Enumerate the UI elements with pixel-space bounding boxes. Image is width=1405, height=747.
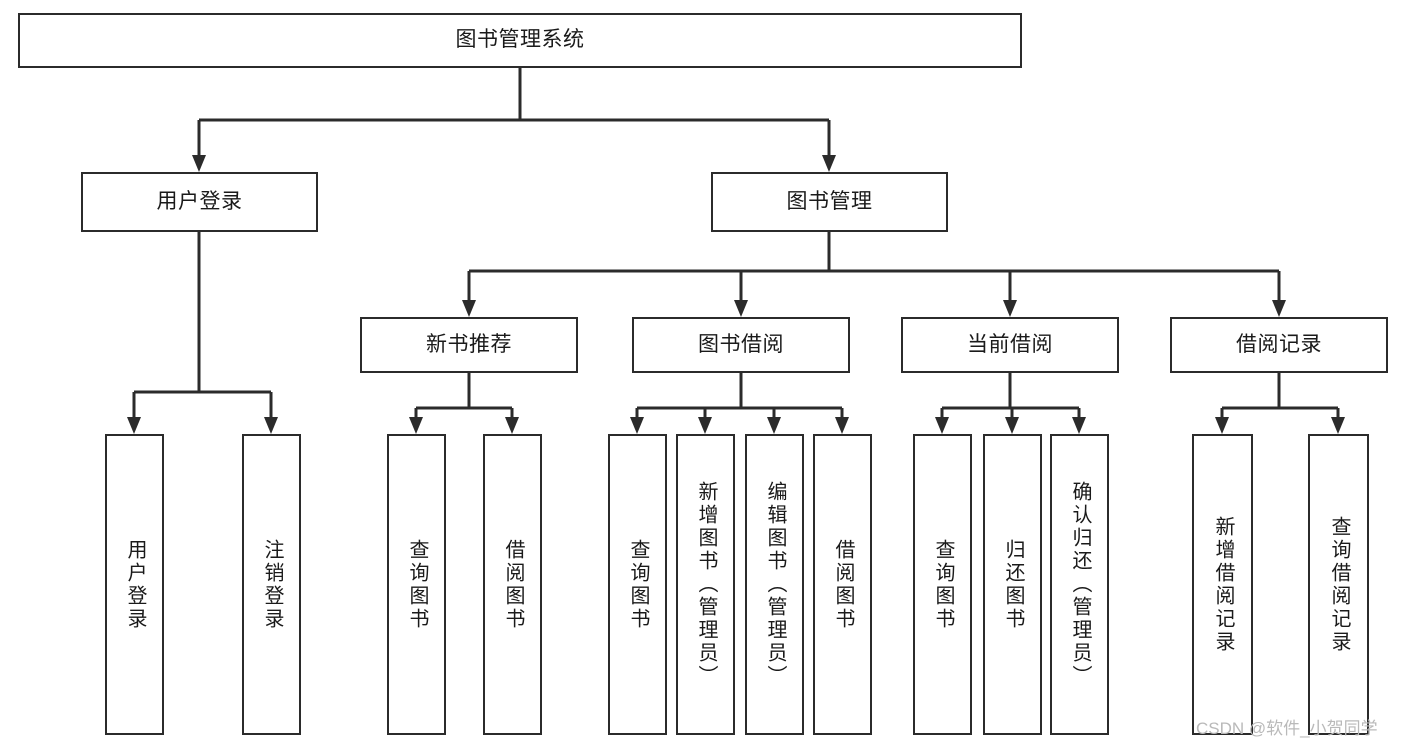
arrowhead-br-to-leaves-1 [1331, 417, 1345, 434]
node-label: 新增借阅记录 [1212, 515, 1234, 654]
node-current-borrow: 当前借阅 [901, 317, 1119, 373]
arrowhead-bb-to-leaves-2 [767, 417, 781, 434]
node-label: 借阅图书 [502, 538, 524, 631]
node-leaf-return-book: 归还图书 [983, 434, 1042, 735]
node-label: 查询借阅记录 [1328, 515, 1350, 654]
arrowhead-bb-to-leaves-3 [835, 417, 849, 434]
arrowhead-bb-to-leaves-1 [698, 417, 712, 434]
node-leaf-add-record: 新增借阅记录 [1192, 434, 1253, 735]
arrowhead-root-to-level2-0 [192, 155, 206, 172]
node-leaf-query-book-cb: 查询图书 [913, 434, 972, 735]
node-label: 注销登录 [261, 538, 283, 631]
node-leaf-query-book-bb: 查询图书 [608, 434, 667, 735]
arrowhead-cb-to-leaves-1 [1005, 417, 1019, 434]
node-label: 新书推荐 [426, 332, 512, 356]
node-leaf-edit-book: 编辑图书（管理员） [745, 434, 804, 735]
node-label: 当前借阅 [967, 332, 1053, 356]
node-leaf-add-book: 新增图书（管理员） [676, 434, 735, 735]
node-label: 确认归还（管理员） [1069, 481, 1091, 688]
node-label: 用户登录 [124, 538, 146, 631]
node-leaf-query-record: 查询借阅记录 [1308, 434, 1369, 735]
node-leaf-borrow-book-nbr: 借阅图书 [483, 434, 542, 735]
node-label: 查询图书 [627, 538, 649, 631]
node-root: 图书管理系统 [18, 13, 1022, 68]
arrowhead-nbr-to-leaves-0 [409, 417, 423, 434]
arrowhead-book-manage-to-l3-0 [462, 300, 476, 317]
node-book-manage: 图书管理 [711, 172, 948, 232]
node-leaf-user-login: 用户登录 [105, 434, 164, 735]
node-leaf-query-book-nbr: 查询图书 [387, 434, 446, 735]
node-leaf-confirm-return: 确认归还（管理员） [1050, 434, 1109, 735]
node-label: 用户登录 [156, 189, 243, 213]
node-book-borrow: 图书借阅 [632, 317, 850, 373]
node-label: 图书借阅 [698, 332, 784, 356]
node-new-book-recommend: 新书推荐 [360, 317, 578, 373]
arrowhead-user-login-to-leaves-1 [264, 417, 278, 434]
arrowhead-nbr-to-leaves-1 [505, 417, 519, 434]
node-label: 查询图书 [932, 538, 954, 631]
node-label: 编辑图书（管理员） [764, 481, 786, 688]
arrowhead-user-login-to-leaves-0 [127, 417, 141, 434]
arrowhead-book-manage-to-l3-1 [734, 300, 748, 317]
arrowhead-cb-to-leaves-0 [935, 417, 949, 434]
node-leaf-borrow-book-bb: 借阅图书 [813, 434, 872, 735]
arrowhead-root-to-level2-1 [822, 155, 836, 172]
arrowhead-cb-to-leaves-2 [1072, 417, 1086, 434]
node-label: 查询图书 [406, 538, 428, 631]
node-leaf-logout-login: 注销登录 [242, 434, 301, 735]
node-label: 图书管理系统 [455, 28, 585, 52]
node-label: 归还图书 [1002, 538, 1024, 631]
node-label: 借阅记录 [1236, 332, 1322, 356]
arrowhead-br-to-leaves-0 [1215, 417, 1229, 434]
node-borrow-record: 借阅记录 [1170, 317, 1388, 373]
node-user-login: 用户登录 [81, 172, 318, 232]
arrowhead-book-manage-to-l3-3 [1272, 300, 1286, 317]
node-label: 借阅图书 [832, 538, 854, 631]
arrowhead-bb-to-leaves-0 [630, 417, 644, 434]
node-label: 新增图书（管理员） [695, 481, 717, 688]
watermark-text: CSDN @软件_小贺同学 [1196, 719, 1378, 738]
node-label: 图书管理 [786, 189, 873, 213]
arrowhead-book-manage-to-l3-2 [1003, 300, 1017, 317]
